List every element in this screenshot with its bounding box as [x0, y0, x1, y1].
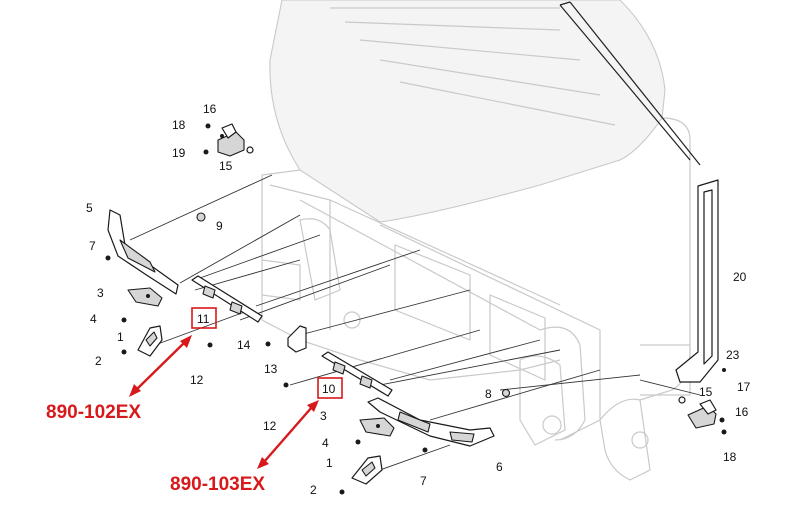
arrow-upper: [129, 335, 192, 397]
highlight-11: 11: [191, 307, 217, 329]
bolt-12a: [207, 342, 213, 348]
hinge-bracket-lower: [678, 368, 727, 435]
callout-15-lower: 15: [699, 385, 713, 399]
bolt-12b: [283, 382, 289, 388]
bracket-1b: [351, 455, 383, 485]
callout-6: 6: [496, 460, 503, 474]
callout-19: 19: [172, 146, 186, 160]
callout-20: 20: [733, 270, 747, 284]
callout-23: 23: [726, 348, 740, 362]
bracket-6: [367, 397, 495, 447]
callout-8: 8: [485, 387, 492, 401]
callout-18-upper: 18: [172, 118, 186, 132]
callout-7-upper: 7: [89, 239, 96, 253]
callout-13: 13: [264, 362, 278, 376]
part-number-lower: 890-103EX: [170, 474, 265, 495]
highlight-box-10: [317, 377, 343, 399]
pillar-trim-20: [675, 179, 719, 383]
callout-4-lower: 4: [322, 436, 329, 450]
bolt-4b: [355, 439, 361, 445]
rail-10: [321, 351, 393, 397]
highlight-box-11: [191, 307, 217, 329]
callout-15-upper: 15: [219, 159, 233, 173]
cab-outline: [261, 0, 691, 481]
callout-5: 5: [86, 201, 93, 215]
part-number-upper: 890-102EX: [46, 402, 141, 423]
callout-3-upper: 3: [97, 286, 104, 300]
callout-1-lower: 1: [326, 456, 333, 470]
arrow-lower: [257, 400, 319, 469]
bolt-7a: [105, 255, 111, 261]
callout-16-lower: 16: [735, 405, 749, 419]
bolt-14: [265, 341, 271, 347]
callout-4-upper: 4: [90, 312, 97, 326]
callout-7-lower: 7: [420, 474, 427, 488]
hinge-bracket-upper: [203, 123, 254, 157]
bracket-1a: [137, 325, 163, 357]
callout-numbers: 16 18 19 15 9 5 7 3 4 1 2 12 14 13 12 3 …: [86, 102, 751, 497]
callout-10: 10: [322, 382, 336, 396]
callout-2-lower: 2: [310, 483, 317, 497]
highlight-10: 10: [317, 377, 343, 399]
callout-12-lower: 12: [263, 419, 277, 433]
nut-8: [501, 388, 511, 398]
bracket-3b: [359, 417, 395, 437]
bolt-2a: [121, 349, 127, 355]
bolt-4a: [121, 317, 127, 323]
rail-11: [191, 275, 263, 323]
roof-edge-lines: [559, 1, 701, 166]
callout-17: 17: [737, 380, 751, 394]
nut-9: [196, 212, 206, 222]
callout-3-lower: 3: [320, 409, 327, 423]
bracket-13: [287, 325, 307, 353]
bracket-3a: [127, 287, 163, 307]
callout-14: 14: [237, 338, 251, 352]
bolt-2b: [339, 489, 345, 495]
callout-11: 11: [197, 312, 210, 326]
bracket-5: [107, 209, 179, 295]
callout-1-upper: 1: [117, 330, 124, 344]
bolt-7b: [422, 447, 428, 453]
callout-12-upper: 12: [190, 373, 204, 387]
callout-2-upper: 2: [95, 354, 102, 368]
callout-16-upper: 16: [203, 102, 217, 116]
callout-18-lower: 18: [723, 450, 737, 464]
callout-9: 9: [216, 219, 223, 233]
